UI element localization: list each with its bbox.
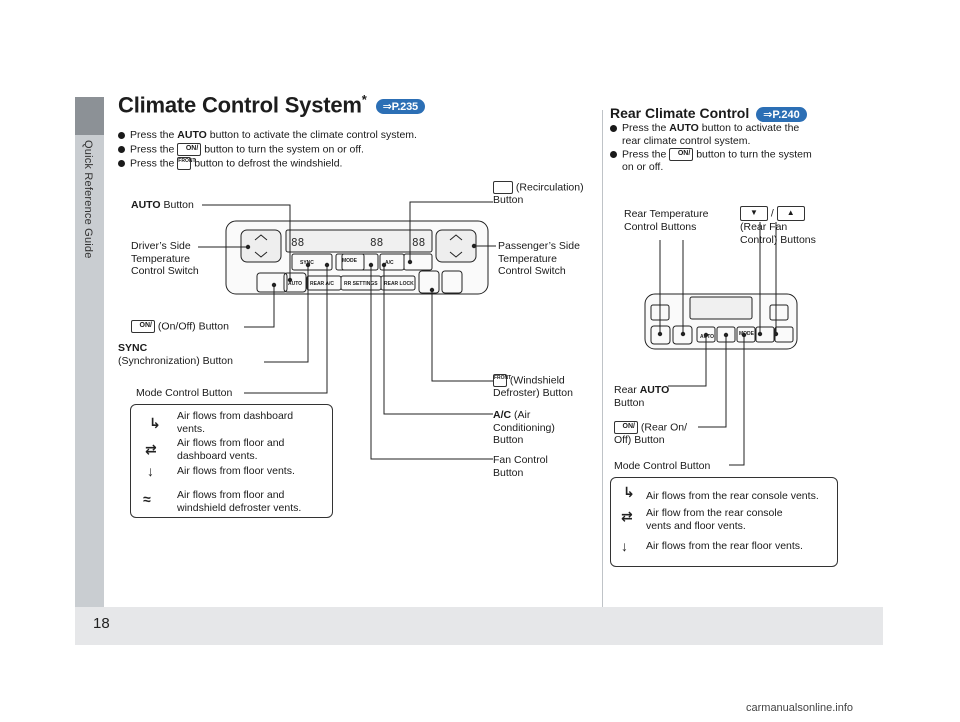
legend-row: Air flows from the rear console vents. [646, 490, 819, 502]
label-rear-mode: Mode Control Button [614, 460, 711, 472]
panel-ac: A/C [385, 260, 394, 266]
rear-floor-vent-icon: ↓ [621, 538, 628, 554]
legend-row: Air flows from the rear floor vents. [646, 540, 803, 552]
panel-display-right: 88 [412, 236, 425, 249]
legend-row: Air flows from floor vents. [177, 465, 295, 477]
page-title: Climate Control System* P.235 [118, 92, 425, 118]
panel-rear-ac: REAR A/C [310, 281, 334, 287]
rear-panel-mode: MODE [739, 331, 755, 337]
dash-vent-icon: ↳ [149, 415, 161, 431]
rear-page-ref-link[interactable]: P.240 [756, 106, 807, 122]
on-off-icon: ON/ [614, 421, 638, 434]
front-defrost-icon: FRONT [493, 374, 511, 387]
label-rear-auto: Rear AUTO Button [614, 384, 670, 409]
bullet-auto: Press the AUTO button to activate the cl… [118, 129, 417, 142]
label-mode-button: Mode Control Button [136, 387, 233, 399]
panel-auto: AUTO [288, 281, 302, 287]
rear-airflow-legend: ↳ Air flows from the rear console vents.… [610, 477, 838, 567]
panel-display-left: 88 [291, 236, 304, 249]
fan-up-icon: ▲ [776, 206, 805, 221]
panel-rear-lock: REAR LOCK [384, 281, 414, 287]
rear-panel-auto: AUTO [700, 334, 714, 340]
panel-display-mid: 88 [370, 236, 383, 249]
page-ref-link[interactable]: P.235 [375, 99, 425, 115]
rear-bullet-onoff: Press the ON/ button to turn the system … [610, 148, 812, 174]
floor-dash-vent-icon: ⇄ [145, 441, 157, 457]
side-tab-marker [75, 97, 104, 135]
rear-console-vent-icon: ↳ [623, 484, 635, 500]
label-auto-button: AUTO Button [131, 199, 194, 211]
recirculation-icon [493, 181, 513, 194]
front-defrost-icon: FRONT [177, 157, 196, 170]
page-footer [75, 607, 883, 645]
floor-defrost-vent-icon: ≈ [143, 491, 151, 507]
label-rear-onoff: ON/ (Rear On/ Off) Button [614, 421, 688, 446]
label-recirc-button: (Recirculation) Button [493, 181, 584, 206]
watermark: carmanualsonline.info [746, 702, 854, 714]
on-off-icon: ON/ [131, 320, 155, 333]
bullet-defrost: Press the FRONT button to defrost the wi… [118, 157, 342, 170]
panel-sync: SYNC [300, 260, 314, 266]
rear-console-floor-vent-icon: ⇄ [621, 508, 633, 524]
floor-vent-icon: ↓ [147, 463, 154, 479]
label-windshield-button: FRONT (Windshield Defroster) Button [493, 374, 573, 399]
fan-down-icon: ▼ [740, 206, 768, 221]
label-sync-button: SYNC(Synchronization) Button [118, 342, 233, 367]
section-label: Quick Reference Guide [82, 140, 94, 259]
panel-rr-settings: RR SETTINGS [344, 281, 378, 287]
page-number: 18 [93, 615, 110, 632]
label-onoff-button: ON/ (On/Off) Button [131, 320, 229, 333]
column-divider [602, 110, 603, 607]
rear-bullet-auto: Press the AUTO button to activate the re… [610, 122, 799, 148]
panel-mode: MODE [342, 258, 358, 264]
on-off-icon: ON/ [177, 143, 202, 156]
side-tab [75, 97, 104, 607]
rear-section-title: Rear Climate Control P.240 [610, 105, 807, 122]
bullet-onoff: Press the ON/ button to turn the system … [118, 143, 364, 156]
label-ac-button: A/C (Air Conditioning)Button [493, 409, 555, 446]
on-off-icon: ON/ [669, 148, 694, 161]
